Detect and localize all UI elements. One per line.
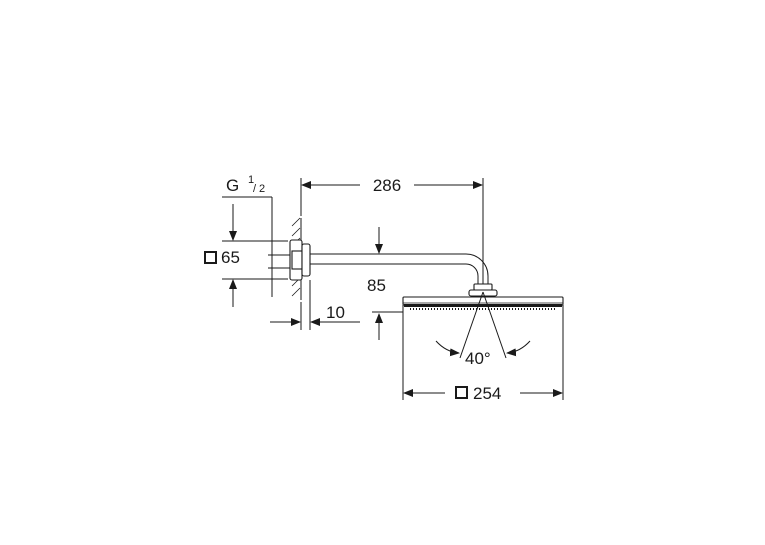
shower-head (402, 296, 564, 310)
head-size-label: 254 (473, 384, 501, 403)
thread-dimension: G 1 / 2 (222, 174, 290, 297)
tilt-angle-label: 40° (465, 349, 491, 368)
tilt-angle-dimension: 40° (435, 291, 531, 368)
flange-dimension: 65 (204, 204, 288, 307)
thread-denominator: 2 (259, 183, 265, 195)
wall-gap-label: 10 (326, 303, 345, 322)
thread-prefix: G (226, 176, 239, 195)
ball-joint (468, 283, 498, 297)
svg-text:/: / (253, 183, 257, 195)
wall-flange (289, 239, 311, 281)
thread-numerator: 1 (248, 174, 254, 186)
arm-length-dimension: 286 (300, 176, 484, 284)
square-symbol-icon (455, 386, 468, 399)
flange-size-label: 65 (221, 248, 240, 267)
wall-gap-dimension: 10 (270, 280, 360, 330)
drop-dimension: 85 (367, 227, 403, 340)
arm-length-label: 286 (373, 176, 401, 195)
head-size-dimension: 254 (402, 305, 564, 403)
drop-label: 85 (367, 276, 386, 295)
square-symbol-icon (204, 251, 217, 264)
shower-arm (310, 253, 489, 284)
